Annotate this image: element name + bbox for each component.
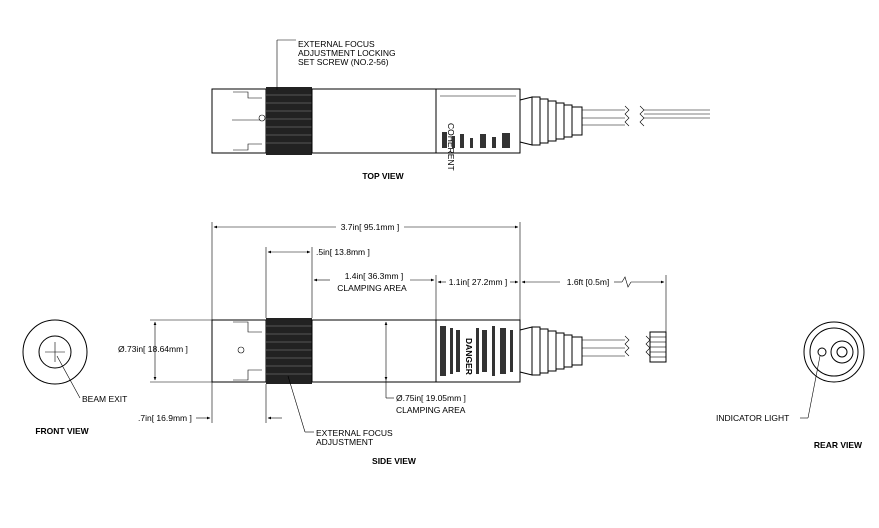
front-length-text: .7in[ 16.9mm ] <box>138 413 192 423</box>
focus-ring-length-text: .5in[ 13.8mm ] <box>316 247 370 257</box>
side-front-notch <box>233 321 262 381</box>
focus-adjustment-callout: EXTERNAL FOCUS ADJUSTMENT <box>287 375 393 447</box>
outer-diameter-text: Ø.73in[ 18.64mm ] <box>118 344 188 354</box>
side-strain-relief <box>519 326 583 376</box>
rear-section-text: 1.1in[ 27.2mm ] <box>449 277 508 287</box>
top-focus-ring <box>266 87 312 155</box>
front-outer-circle <box>22 319 88 385</box>
top-focus-ring-knurl <box>266 94 312 144</box>
top-strain-relief <box>519 96 583 146</box>
side-label-area: DANGER <box>440 326 513 376</box>
cable-gland <box>830 340 854 364</box>
set-screw-label-1: EXTERNAL FOCUS <box>298 39 375 49</box>
dim-outer-diameter: Ø.73in[ 18.64mm ] <box>118 321 188 381</box>
dim-overall-length: 3.7in[ 95.1mm ] <box>213 222 519 232</box>
side-view: DANGER <box>118 222 667 466</box>
top-view-title: TOP VIEW <box>362 171 404 181</box>
top-cable <box>582 105 710 127</box>
cable-length-text: 1.6ft [0.5m] <box>567 277 610 287</box>
dim-focus-ring: .5in[ 13.8mm ] <box>267 247 370 257</box>
clamping-diameter-area-text: CLAMPING AREA <box>396 405 466 415</box>
top-label-area: COHERENT <box>440 95 516 171</box>
front-view-title: FRONT VIEW <box>35 426 89 436</box>
top-main-body <box>311 88 521 154</box>
rear-view: INDICATOR LIGHT REAR VIEW <box>716 321 865 450</box>
dim-cable-length: 1.6ft [0.5m] <box>521 276 665 288</box>
side-front-body <box>211 319 267 383</box>
overall-length-text: 3.7in[ 95.1mm ] <box>341 222 400 232</box>
top-front-notch <box>233 91 262 151</box>
set-screw-label-2: ADJUSTMENT LOCKING <box>298 48 396 58</box>
rear-view-title: REAR VIEW <box>814 440 863 450</box>
dim-clamping-length: 1.4in[ 36.3mm ] CLAMPING AREA <box>313 271 435 293</box>
dimension-extension-lines <box>150 222 667 423</box>
beam-exit-leader <box>56 355 81 399</box>
dim-clamping-diameter: Ø.75in[ 19.05mm ] CLAMPING AREA <box>384 321 466 415</box>
focus-adj-label-1: EXTERNAL FOCUS <box>316 428 393 438</box>
side-focus-ring <box>266 318 312 384</box>
top-front-body <box>211 88 267 154</box>
indicator-light-icon <box>817 347 827 357</box>
danger-label: DANGER <box>464 338 474 375</box>
side-focus-ring-knurl <box>266 325 312 375</box>
side-view-title: SIDE VIEW <box>372 456 417 466</box>
beam-exit-label: BEAM EXIT <box>82 394 127 404</box>
beam-exit-aperture <box>38 335 72 369</box>
rear-outer-circle <box>803 321 865 383</box>
coherent-logo-text: COHERENT <box>446 123 456 171</box>
focus-adj-label-2: ADJUSTMENT <box>316 437 373 447</box>
side-cable <box>582 331 667 363</box>
indicator-leader <box>807 355 821 419</box>
front-view: BEAM EXIT FRONT VIEW <box>22 319 127 436</box>
clamping-diameter-text: Ø.75in[ 19.05mm ] <box>396 393 466 403</box>
side-main-body <box>311 319 521 383</box>
indicator-light-label: INDICATOR LIGHT <box>716 413 789 423</box>
clamping-area-text: CLAMPING AREA <box>337 283 407 293</box>
dim-front-length: .7in[ 16.9mm ] <box>138 413 282 423</box>
clamping-length-text: 1.4in[ 36.3mm ] <box>345 271 404 281</box>
top-view: COHERENT <box>211 39 710 181</box>
dim-rear-section: 1.1in[ 27.2mm ] <box>437 277 519 287</box>
set-screw-label-3: SET SCREW (NO.2-56) <box>298 57 389 67</box>
set-screw-icon <box>258 114 266 122</box>
rear-inner-ring <box>809 327 859 377</box>
